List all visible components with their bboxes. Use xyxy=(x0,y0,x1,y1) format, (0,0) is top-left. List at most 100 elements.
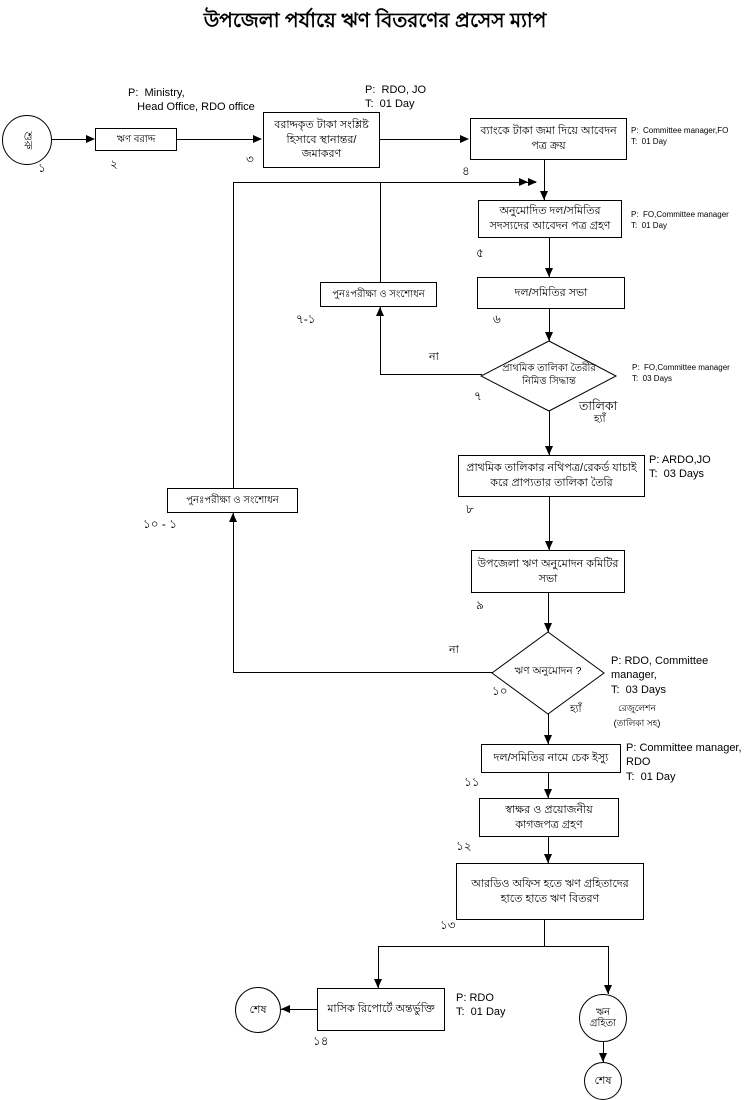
process-label: আরডিও অফিস হতে ঋণ গ্রহিতাদের হাতে হাতে ঋ… xyxy=(471,877,629,905)
connector-line xyxy=(177,139,254,140)
arrowhead xyxy=(599,1053,607,1062)
process-label: উপজেলা ঋণ অনুমোদন কমিটির সভা xyxy=(477,557,619,585)
step-number-10: ১০ xyxy=(492,684,508,698)
connector-line xyxy=(378,946,608,947)
start-node: শুরু xyxy=(2,115,52,165)
connector-line xyxy=(544,160,545,200)
step-number-3: ৩ xyxy=(246,152,254,166)
decision-label-7: প্রাথমিক তালিকা তৈরীর নিমিত্ত সিদ্ধান্ত xyxy=(502,363,596,387)
process-box-4: ব্যাংকে টাকা জমা দিয়ে আবেদন পত্র ক্রয় xyxy=(470,118,627,160)
arrowhead xyxy=(540,191,548,200)
decision-label-10: ঋণ অনুমোদন ? xyxy=(514,665,582,677)
step-number-11: ১১ xyxy=(464,775,480,789)
process-label: স্বাক্ষর ও প্রয়োজনীয় কাগজপত্র গ্রহণ xyxy=(505,803,593,831)
connector-line xyxy=(549,411,550,455)
no-label-7: না xyxy=(429,351,439,363)
process-label: পুনঃপরীক্ষা ও সংশোধন xyxy=(186,494,279,506)
arrowhead xyxy=(374,979,382,988)
connector-line xyxy=(281,1009,317,1010)
process-box-3: বরাদ্দকৃত টাকা সংশ্লিষ্ট হিসাবে স্থানান্… xyxy=(263,112,380,168)
process-label: দল/সমিতির নামে চেক ইস্যু xyxy=(493,752,609,765)
page-title: উপজেলা পর্যায়ে ঋণ বিতরণের প্রসেস ম্যাপ xyxy=(203,10,547,32)
connector-line xyxy=(378,946,379,988)
no-branch-line xyxy=(233,513,234,672)
recipient-label: ঋন গ্রহিতা xyxy=(589,1006,616,1030)
arrowhead xyxy=(544,854,552,863)
annotation-step-8: P: ARDO,JO T: 03 Days xyxy=(649,454,711,481)
annotation-step-5: P: FO,Committee manager T: 01 Day xyxy=(631,210,729,231)
end-node-bottom: শেষ xyxy=(584,1062,622,1100)
step-number-7-1: ৭-১ xyxy=(296,312,316,326)
no-branch-line xyxy=(233,672,493,673)
feedback-line xyxy=(233,182,536,183)
step-number-5: ৫ xyxy=(476,246,484,260)
process-box-2: ঋণ বরাদ্দ xyxy=(95,128,177,151)
process-label: দল/সমিতির সভা xyxy=(514,286,588,299)
annotation-step-2: P: Ministry, Head Office, RDO office xyxy=(128,87,255,114)
no-branch-line xyxy=(380,374,482,375)
connector-line xyxy=(548,593,549,632)
connector-line xyxy=(380,139,461,140)
arrowhead xyxy=(86,135,95,143)
annotation-step-4: P: Committee manager,FO T: 01 Day xyxy=(631,126,729,147)
step-number-8: ৮ xyxy=(466,502,474,516)
connector-line xyxy=(548,837,549,863)
arrowhead xyxy=(544,623,552,632)
connector-line xyxy=(548,712,549,744)
arrowhead xyxy=(528,178,537,186)
process-label: পুনঃপরীক্ষা ও সংশোধন xyxy=(332,288,425,300)
yes-label-7: হ্যাঁ xyxy=(594,413,606,425)
arrowhead xyxy=(545,446,553,455)
feedback-line xyxy=(233,182,234,488)
no-branch-line xyxy=(380,307,381,374)
end-node-left: শেষ xyxy=(235,987,281,1033)
process-label: ঋণ বরাদ্দ xyxy=(116,133,156,145)
connector-line xyxy=(52,139,88,140)
process-box-9: উপজেলা ঋণ অনুমোদন কমিটির সভা xyxy=(471,550,625,593)
decision-diamond-7 xyxy=(480,340,618,412)
step-number-4: ৪ xyxy=(462,164,470,178)
step-number-12: ১২ xyxy=(456,839,472,853)
step-number-9: ৯ xyxy=(476,598,484,612)
process-label: বরাদ্দকৃত টাকা সংশ্লিষ্ট হিসাবে স্থানান্… xyxy=(274,118,369,161)
arrowhead xyxy=(253,135,262,143)
annotation-step-14: P: RDO T: 01 Day xyxy=(456,992,506,1019)
arrowhead xyxy=(519,178,528,186)
connector-line xyxy=(544,920,545,946)
arrowhead xyxy=(545,541,553,550)
step-number-1: ১ xyxy=(38,161,46,175)
step-number-14: ১৪ xyxy=(313,1034,329,1048)
connector-line xyxy=(549,309,550,341)
connector-line xyxy=(603,1042,604,1062)
connector-line xyxy=(549,497,550,550)
arrowhead xyxy=(544,789,552,798)
list-label: তালিকা xyxy=(579,399,618,413)
step-number-6: ৬ xyxy=(493,312,501,326)
process-label: অনুমোদিত দল/সমিতির সদস্যদের আবেদন পত্র গ… xyxy=(489,205,611,232)
decision-diamond-10 xyxy=(491,631,605,715)
process-box-14: মাসিক রিপোর্টে অন্তর্ভুক্তি xyxy=(317,988,445,1031)
arrowhead xyxy=(604,985,612,994)
process-box-11: দল/সমিতির নামে চেক ইস্যু xyxy=(481,744,621,773)
yes-label-10: হ্যাঁ xyxy=(570,703,582,715)
step-number-10-1: ১০ - ১ xyxy=(143,517,178,531)
process-box-13: আরডিও অফিস হতে ঋণ গ্রহিতাদের হাতে হাতে ঋ… xyxy=(456,863,644,920)
annotation-step-11: P: Committee manager, RDO T: 01 Day xyxy=(626,742,742,783)
process-box-8: প্রাথমিক তালিকার নথিপত্র/রেকর্ড যাচাই কর… xyxy=(458,455,645,497)
arrowhead xyxy=(545,268,553,277)
process-box-12: স্বাক্ষর ও প্রয়োজনীয় কাগজপত্র গ্রহণ xyxy=(479,798,619,837)
arrowhead xyxy=(544,735,552,744)
process-box-5: অনুমোদিত দল/সমিতির সদস্যদের আবেদন পত্র গ… xyxy=(478,200,622,238)
loan-recipient-node: ঋন গ্রহিতা xyxy=(579,994,627,1042)
feedback-line xyxy=(380,182,381,282)
connector-line xyxy=(549,238,550,277)
process-box-10-1: পুনঃপরীক্ষা ও সংশোধন xyxy=(167,488,298,513)
step-number-2: ২ xyxy=(110,157,118,171)
no-label-10: না xyxy=(449,644,459,656)
resolution-label: রেজুলেশন (তালিকা সহ) xyxy=(613,703,661,728)
connector-line xyxy=(608,946,609,994)
arrowhead xyxy=(460,135,469,143)
end-label: শেষ xyxy=(594,1074,612,1087)
process-label: প্রাথমিক তালিকার নথিপত্র/রেকর্ড যাচাই কর… xyxy=(466,462,637,489)
